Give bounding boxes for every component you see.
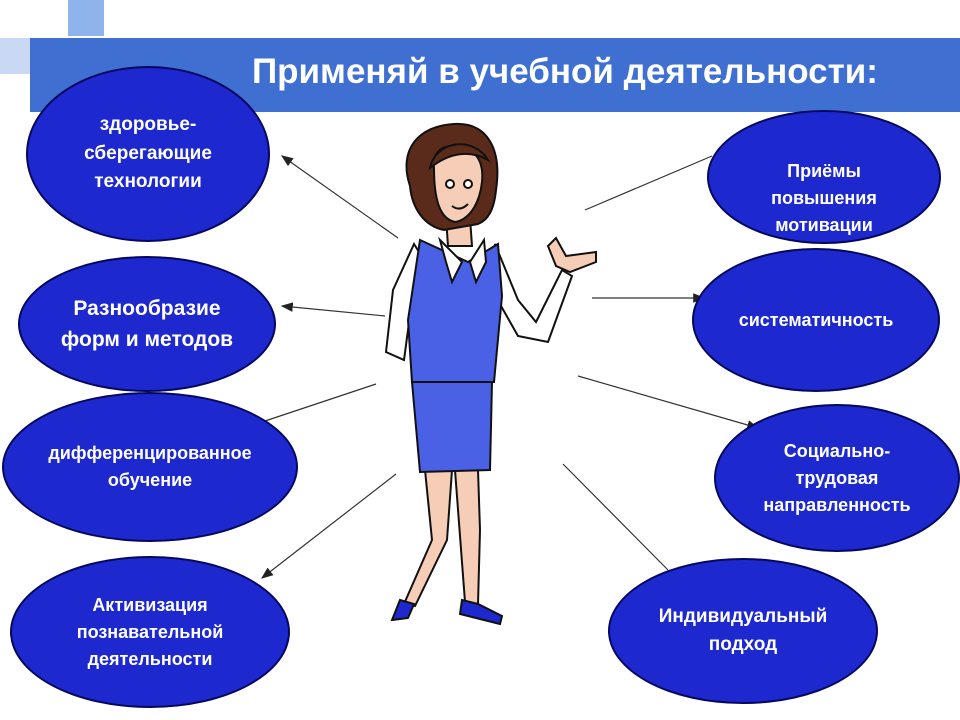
arrow-left-3: [261, 383, 377, 423]
deco-square-2: [0, 38, 30, 74]
arrow-left-4: [261, 473, 397, 579]
oval-text-line: деятельности: [87, 648, 213, 669]
oval-text-line: мотивации: [775, 215, 873, 235]
oval-variety-of-forms: Разнообразие форм и методов: [18, 256, 276, 392]
collar: [438, 236, 488, 285]
page-title: Применяй в учебной деятельности:: [252, 52, 878, 91]
oval-text-line: Приёмы: [787, 161, 861, 181]
oval-cognitive-activation: Активизация познавательной деятельности: [10, 556, 290, 708]
hair-fringe: [428, 143, 491, 171]
oval-text-line: Социально-: [783, 440, 891, 461]
oval-text-line: систематичность: [738, 309, 894, 330]
mouth: [451, 203, 469, 210]
oval-motivation-techniques: Приёмы повышения мотивации: [707, 110, 941, 244]
oval-systematicity: систематичность: [692, 248, 940, 392]
oval-text-line: сберегающие: [84, 142, 212, 164]
eye-left: [445, 179, 455, 189]
oval-text-line: обучение: [107, 470, 193, 490]
arrow-right-1: [584, 155, 713, 211]
oval-individual-approach: Индивидуальный подход: [608, 558, 878, 704]
leg-left: [402, 469, 454, 608]
shoe-right: [458, 598, 504, 626]
oval-text-line: технологии: [94, 171, 202, 193]
arrow-right-3: [577, 375, 760, 430]
leg-right: [453, 469, 482, 606]
shoe-left: [390, 598, 416, 622]
oval-text-line: Активизация: [92, 594, 208, 615]
oval-text-line: форм и методов: [60, 328, 234, 351]
teacher-figure: [384, 122, 597, 626]
arrow-left-1: [281, 155, 399, 239]
eye-right: [463, 179, 473, 189]
oval-text-line: направленность: [763, 494, 911, 515]
oval-text-line: здоровье-: [99, 114, 197, 136]
oval-text-line: Разнообразие: [73, 296, 221, 320]
oval-text-line: подход: [708, 634, 778, 655]
oval-health-saving-technologies: здоровье- сберегающие технологии: [26, 66, 270, 242]
oval-text-line: познавательной: [76, 621, 224, 642]
arrow-right-4: [562, 463, 669, 571]
oval-text-line: Индивидуальный: [658, 605, 828, 627]
oval-social-labor-orientation: Социально- трудовая направленность: [714, 404, 960, 552]
oval-text-line: дифференцированное: [48, 443, 252, 463]
skirt: [410, 381, 494, 474]
arrow-left-2: [280, 302, 386, 317]
hand-right: [546, 236, 597, 274]
oval-differentiated-learning: дифференцированное обучение: [2, 392, 298, 542]
deco-square-1: [68, 0, 104, 36]
oval-text-line: повышения: [771, 188, 877, 208]
oval-text-line: трудовая: [795, 467, 879, 488]
